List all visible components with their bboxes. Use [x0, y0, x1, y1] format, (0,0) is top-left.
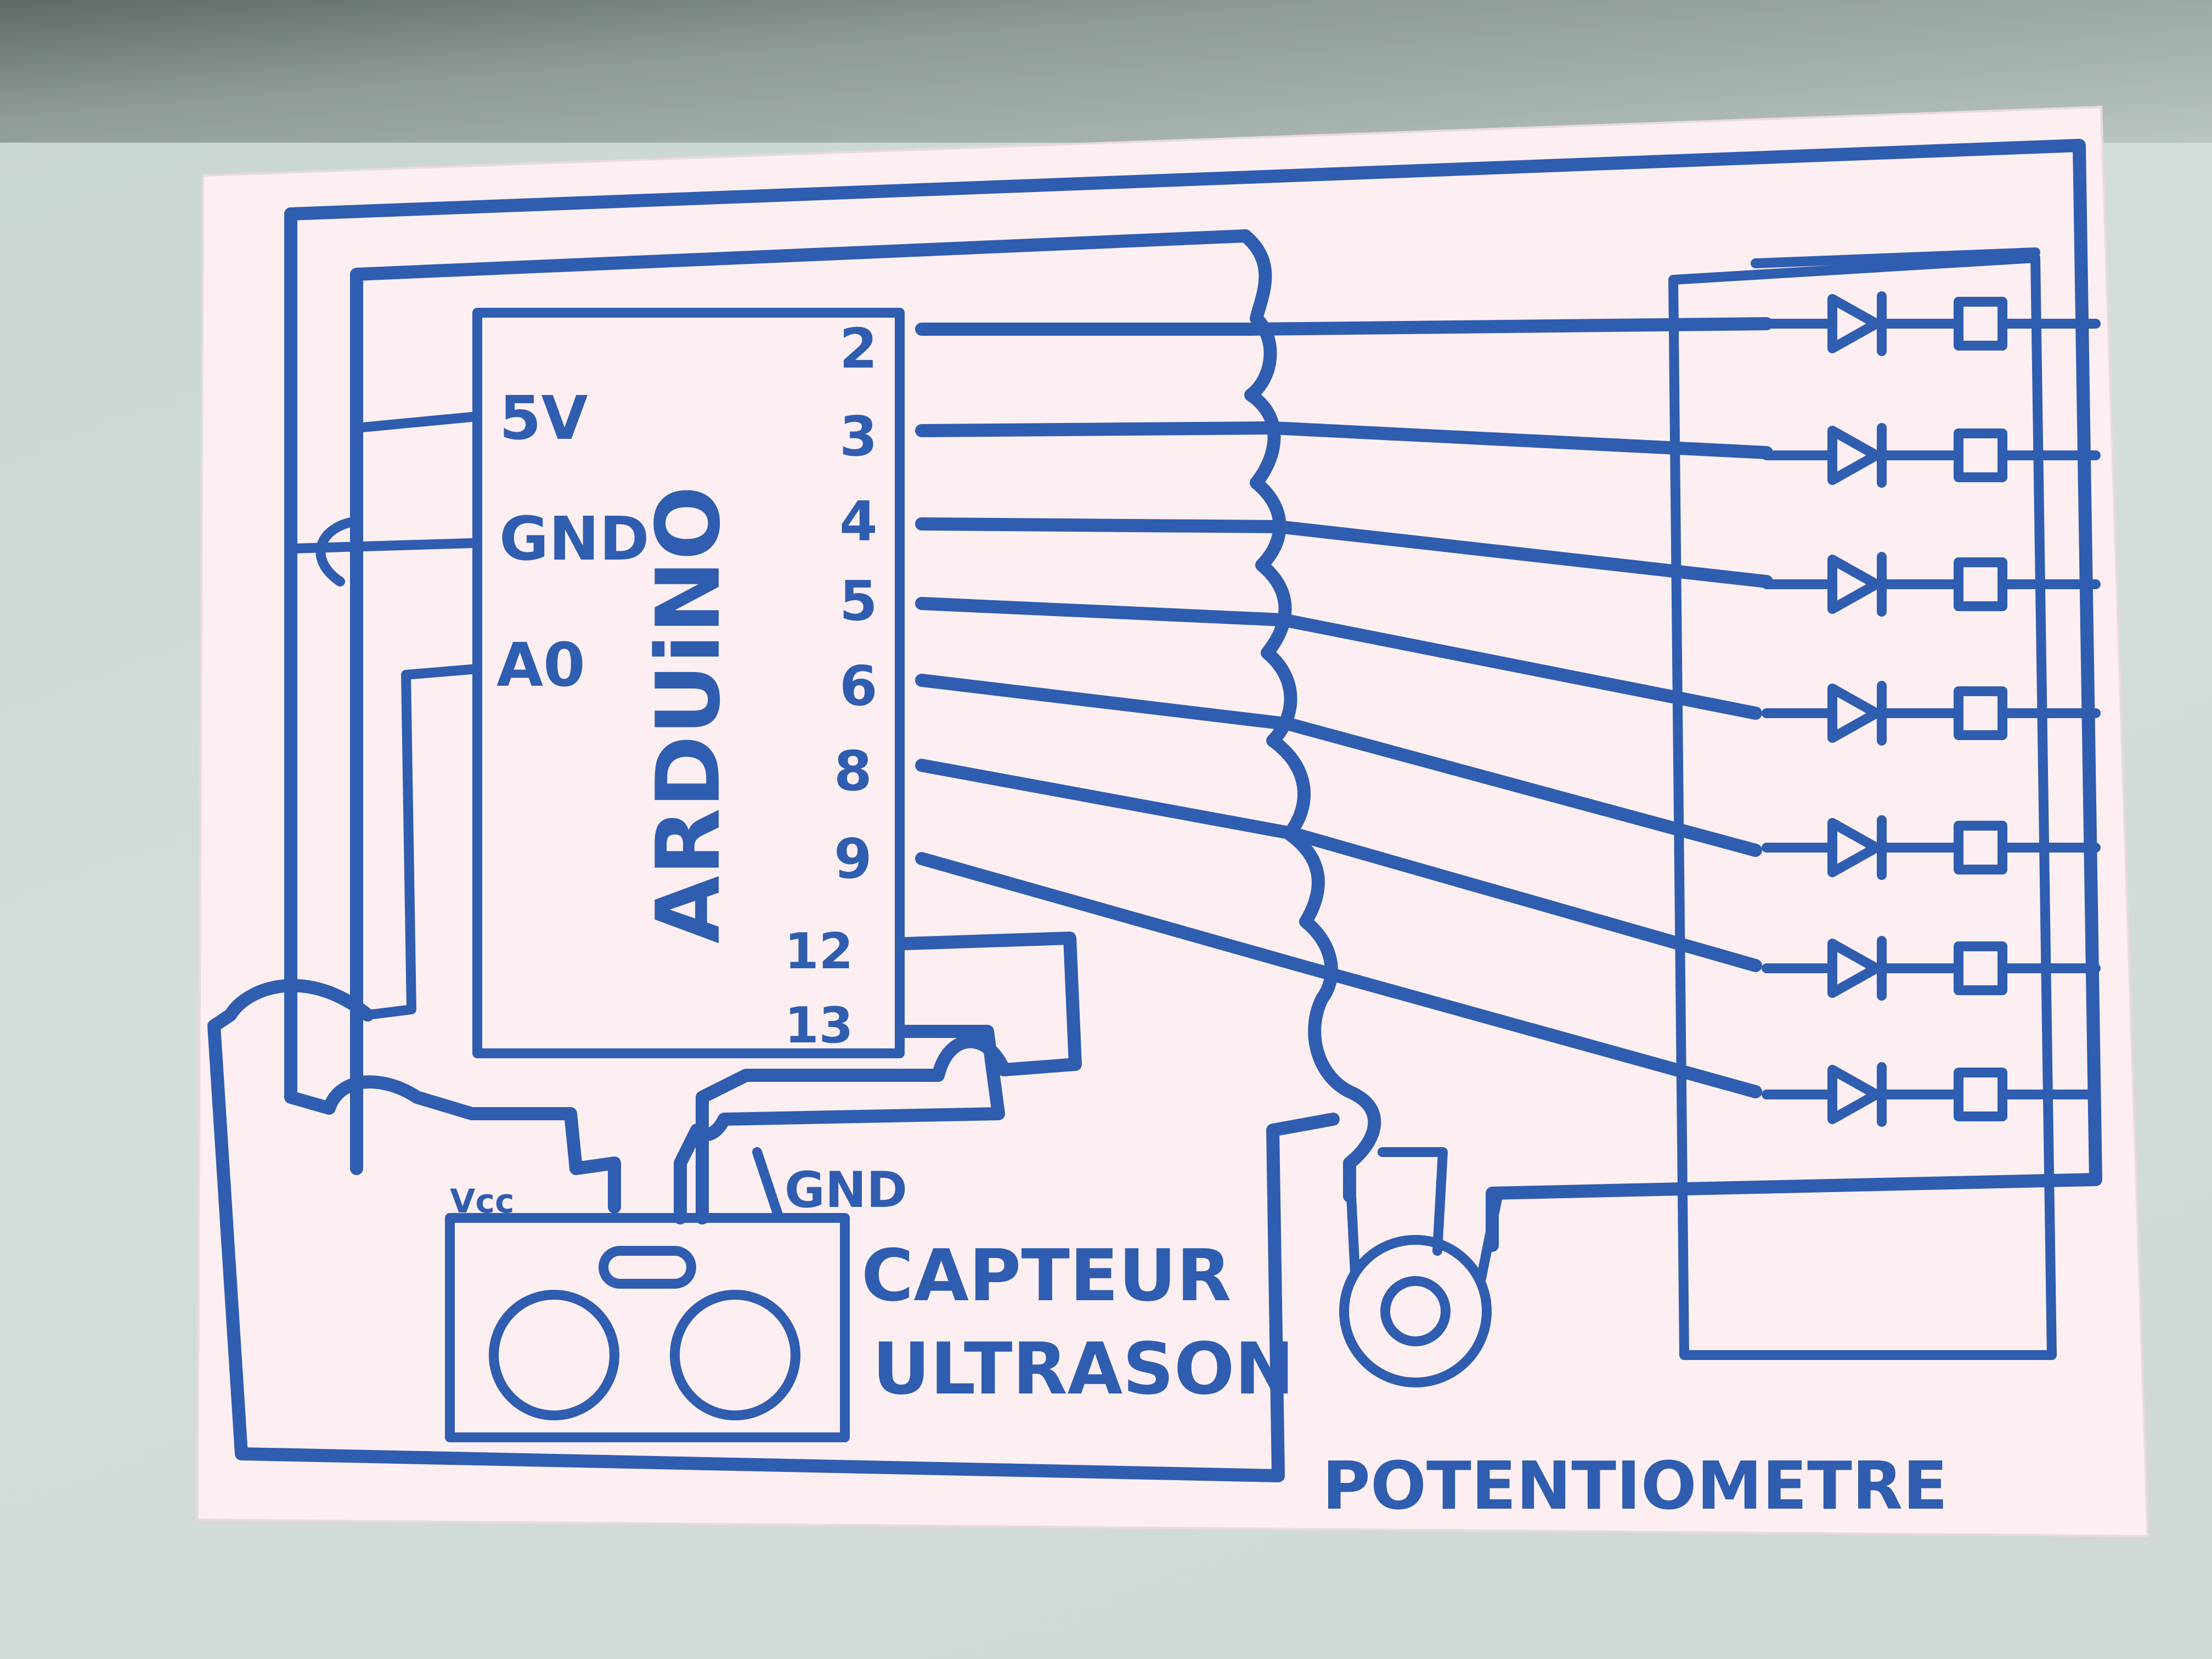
pin-12: 12	[785, 923, 853, 980]
sensor-pin-gnd: GND	[785, 1161, 907, 1219]
led-array	[1668, 247, 2057, 1360]
wire-a0	[363, 664, 477, 1020]
wire-gnd-loop	[315, 516, 362, 586]
potentiometer-label: POTENTIOMETRE	[1322, 1448, 1948, 1525]
led-rows	[1762, 291, 2101, 1127]
wire-pin12	[696, 932, 1082, 1224]
sensor-title-line2: ULTRASON	[872, 1327, 1294, 1410]
led-row	[1762, 815, 2101, 880]
pin-2: 2	[839, 317, 878, 381]
led-row	[1762, 936, 2101, 1001]
pin-a0: A0	[496, 630, 585, 700]
potentiometer-body	[1339, 1235, 1492, 1387]
sensor-pin-vcc: Vcc	[450, 1182, 515, 1221]
pin-8: 8	[834, 739, 872, 803]
potentiometer-knob	[1380, 1276, 1451, 1346]
led-row	[1762, 681, 2101, 746]
led-row	[1762, 423, 2101, 488]
pin-gnd: GND	[499, 504, 650, 574]
potentiometer: POTENTIOMETRE	[1322, 1147, 1948, 1525]
led-row	[1762, 291, 2101, 356]
pin-6: 6	[839, 654, 878, 718]
pin-3: 3	[839, 404, 878, 469]
ultrasonic-sensor: Vcc GND CAPTEUR ULTRASON	[445, 1161, 1294, 1442]
paper-sheet	[196, 105, 2149, 1538]
wire-5v	[352, 412, 477, 433]
led-row	[1762, 1062, 2101, 1127]
sensor-crystal	[599, 1246, 696, 1289]
pin-13: 13	[785, 997, 853, 1054]
sensor-transducer-right	[670, 1290, 800, 1420]
pin-5: 5	[839, 569, 878, 633]
sensor-title-line1: CAPTEUR	[861, 1234, 1231, 1317]
arduino-board: ARDUiNO 5V GND A0 2 3 4 5 6 8 9 12 13	[472, 308, 905, 1058]
pin-9: 9	[834, 827, 872, 891]
zigzag-bus	[1239, 229, 1381, 1203]
wire-left-gnd	[284, 207, 621, 1214]
wire-pin13	[674, 1025, 1005, 1224]
led-row	[1762, 552, 2101, 617]
wire-bottom-loop	[207, 979, 1340, 1482]
wire-top-outer	[350, 229, 1252, 1175]
sensor-transducer-left	[489, 1290, 619, 1420]
wire-sensor-gnd	[752, 1147, 784, 1223]
arduino-label: ARDUiNO	[637, 486, 740, 944]
pin-5v: 5V	[499, 383, 588, 453]
pin-4: 4	[839, 489, 878, 554]
